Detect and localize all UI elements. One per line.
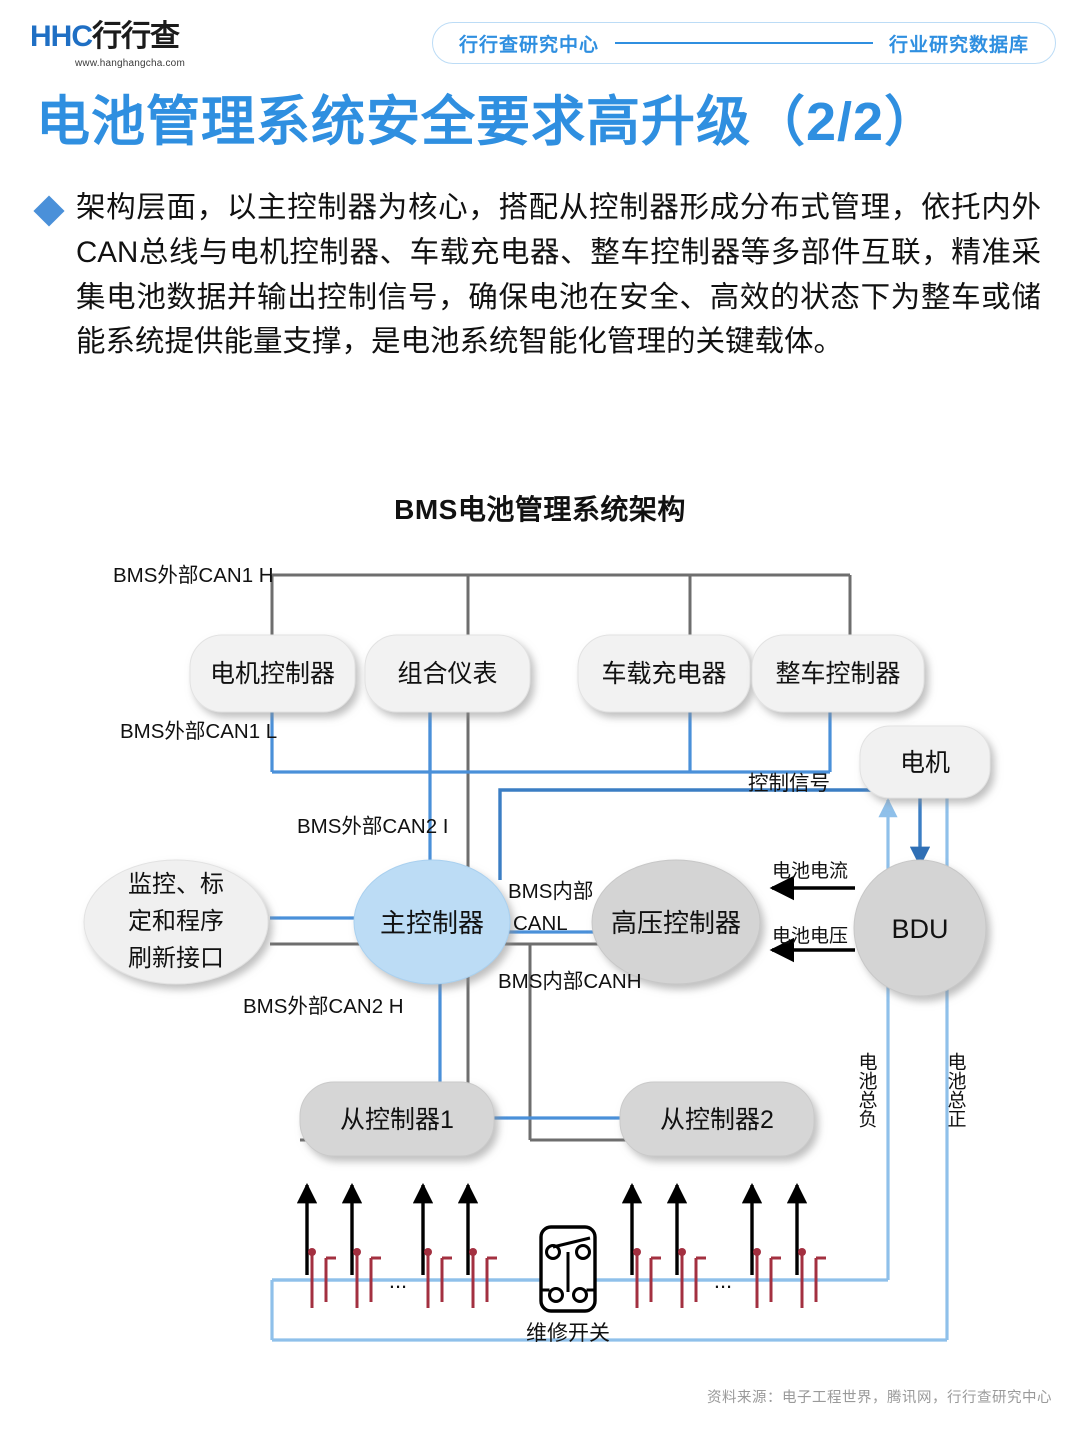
node-slave-controller-2[interactable]: 从控制器2	[619, 1081, 815, 1157]
node-hv-controller-label: 高压控制器	[611, 908, 741, 938]
node-monitor-interface-label-1: 监控、标	[128, 871, 224, 898]
diamond-bullet-icon	[33, 195, 65, 227]
node-main-controller-label: 主控制器	[380, 908, 484, 938]
wire-group-power-light-blue	[270, 773, 957, 1342]
label-battery-current: 电池电流	[772, 860, 848, 882]
label-ext-can1-l: BMS外部CAN1 L	[120, 720, 277, 743]
battery-cell	[469, 1248, 497, 1308]
label-int-canl-line1: BMS内部	[508, 880, 593, 903]
label-int-canl-line2: CANL	[513, 912, 568, 935]
page-header: HHC行行查 www.hanghangcha.com 行行查研究中心 行业研究数…	[0, 0, 1080, 80]
battery-cell	[424, 1248, 452, 1308]
node-slave-controller-1[interactable]: 从控制器1	[299, 1081, 495, 1157]
logo-url-text: www.hanghangcha.com	[75, 58, 185, 69]
node-onboard-charger-label: 车载充电器	[601, 660, 726, 688]
bullet-paragraph-text: 架构层面，以主控制器为核心，搭配从控制器形成分布式管理，依托内外CAN总线与电机…	[76, 191, 1041, 359]
node-motor-controller-label: 电机控制器	[210, 660, 335, 688]
node-slave-controller-1-label: 从控制器1	[340, 1106, 454, 1134]
wire-group-control-signal	[498, 788, 931, 880]
label-ext-can2-i: BMS外部CAN2 I	[297, 815, 449, 838]
node-monitor-interface[interactable]: 监控、标 定和程序 刷新接口	[83, 859, 269, 985]
battery-cell	[798, 1248, 826, 1308]
pill-divider-line	[615, 42, 873, 44]
label-ext-can1-h: BMS外部CAN1 H	[113, 564, 274, 587]
node-vehicle-controller-label: 整车控制器	[775, 660, 900, 688]
logo-latin-text: HHC	[30, 20, 93, 53]
label-int-canh: BMS内部CANH	[498, 970, 642, 993]
diagram-title: BMS电池管理系统架构	[394, 494, 686, 525]
node-monitor-interface-label-3: 刷新接口	[128, 945, 224, 972]
battery-cell	[678, 1248, 706, 1308]
node-onboard-charger[interactable]: 车载充电器	[577, 634, 751, 713]
battery-cell-symbols	[308, 1248, 826, 1308]
battery-cell	[308, 1248, 336, 1308]
battery-cell	[353, 1248, 381, 1308]
node-monitor-interface-label-2: 定和程序	[128, 908, 224, 935]
label-battery-negative: 电池总负	[856, 1052, 878, 1128]
label-ext-can2-h: BMS外部CAN2 H	[243, 995, 404, 1018]
label-control-signal: 控制信号	[748, 772, 830, 795]
node-hv-controller[interactable]: 高压控制器	[591, 859, 761, 985]
node-cluster[interactable]: 组合仪表	[364, 634, 531, 713]
brand-logo: HHC行行查 www.hanghangcha.com	[30, 22, 240, 70]
source-note: 资料来源：电子工程世界，腾讯网，行行查研究中心	[707, 1390, 1052, 1406]
page-title: 电池管理系统安全要求高升级（2/2）	[36, 92, 940, 152]
node-motor-controller[interactable]: 电机控制器	[189, 634, 356, 713]
battery-cell	[633, 1248, 661, 1308]
header-pill-banner: 行行查研究中心 行业研究数据库	[432, 22, 1056, 64]
node-vehicle-controller[interactable]: 整车控制器	[751, 634, 925, 713]
service-switch-symbol[interactable]: 维修开关	[526, 1225, 610, 1345]
node-bdu[interactable]: BDU	[853, 859, 987, 997]
cells-ellipsis-right: ...	[714, 1268, 732, 1293]
node-motor-label: 电机	[900, 749, 950, 777]
cells-ellipsis-left: ...	[389, 1268, 407, 1293]
pill-right-label: 行业研究数据库	[888, 34, 1029, 56]
label-battery-positive: 电池总正	[945, 1052, 967, 1128]
node-motor[interactable]: 电机	[859, 725, 991, 799]
service-switch-label: 维修开关	[526, 1322, 610, 1345]
wire-group-bdu-hv-signals	[769, 875, 855, 963]
node-main-controller[interactable]: 主控制器	[353, 859, 511, 985]
logo-wordmark: HHC行行查	[30, 22, 240, 52]
wire-control-signal-route	[498, 788, 931, 880]
bms-architecture-diagram: 电机控制器 组合仪表 车载充电器 整车控制器 电机 监控、标 定和程序 刷新接口…	[83, 564, 991, 1345]
logo-chinese-text: 行行查	[92, 20, 180, 53]
label-battery-voltage: 电池电压	[772, 925, 848, 947]
battery-cell	[753, 1248, 781, 1308]
node-bdu-label: BDU	[891, 914, 948, 944]
bullet-paragraph-row: 架构层面，以主控制器为核心，搭配从控制器形成分布式管理，依托内外CAN总线与电机…	[33, 186, 1048, 365]
cell-sense-arrows	[296, 1182, 808, 1275]
pill-left-label: 行行查研究中心	[459, 34, 600, 56]
node-cluster-label: 组合仪表	[397, 660, 497, 688]
node-slave-controller-2-label: 从控制器2	[660, 1106, 774, 1134]
